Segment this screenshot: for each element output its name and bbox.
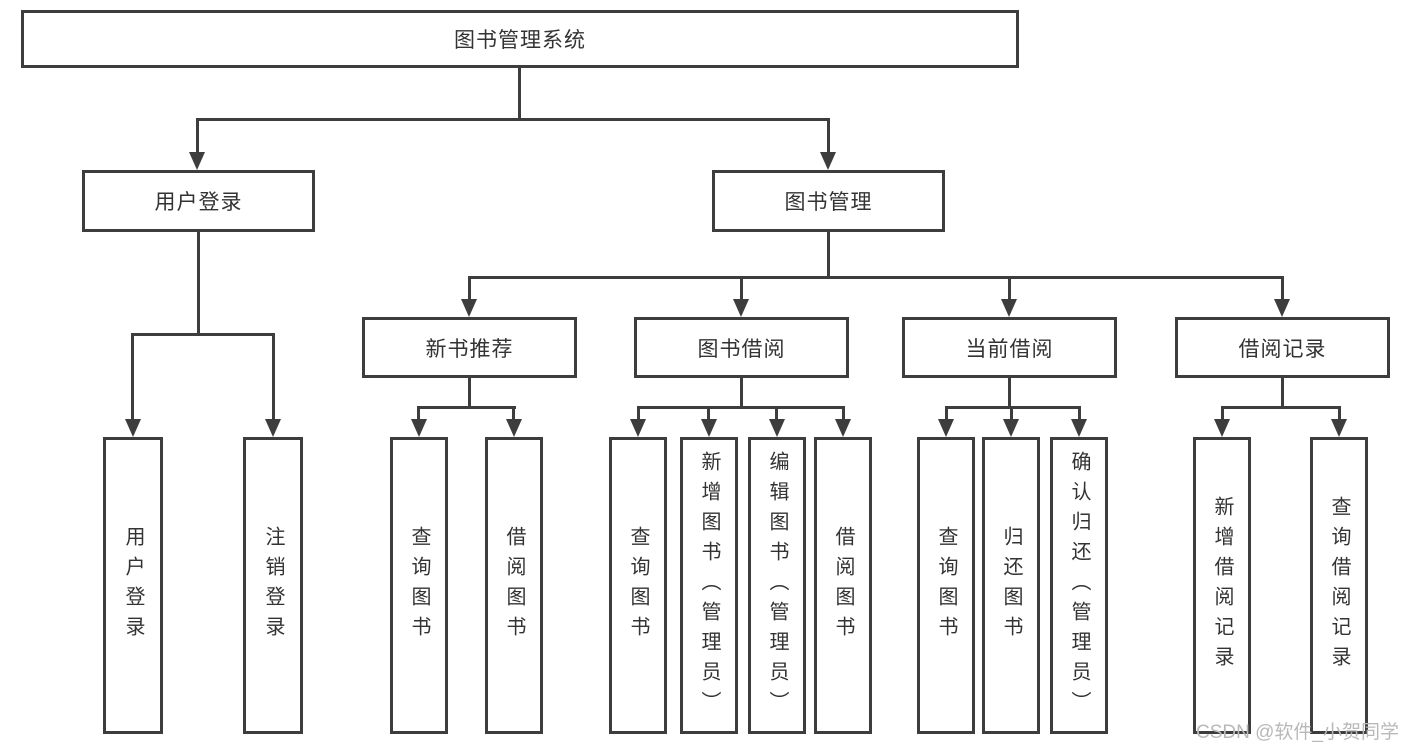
arrowhead-book-borrow	[733, 299, 749, 317]
edge-drop-bb-edit	[775, 406, 778, 422]
edge-records-rail	[1221, 406, 1341, 409]
edge-drop-book-mgmt	[827, 118, 830, 154]
edge-level3-rail	[468, 276, 1284, 279]
leaf-query-book-3: 查询图书	[917, 437, 975, 734]
node-borrow-records: 借阅记录	[1175, 317, 1390, 378]
edge-drop-cb-query	[945, 406, 948, 422]
arrowhead-leaf-userlogin	[125, 419, 141, 437]
arrowhead-borrow-records	[1274, 299, 1290, 317]
arrowhead-nbr-borrow	[506, 419, 522, 437]
edge-level2-rail	[196, 118, 830, 121]
edge-root-stem	[518, 67, 521, 120]
arrowhead-br-query	[1331, 419, 1347, 437]
edge-currentborrow-rail	[945, 406, 1081, 409]
edge-drop-cb-return	[1010, 406, 1013, 422]
edge-newbook-stem	[468, 378, 471, 409]
leaf-user-login: 用户登录	[103, 437, 163, 734]
arrowhead-cb-confirm	[1071, 419, 1087, 437]
leaf-query-borrow-record: 查询借阅记录	[1310, 437, 1368, 734]
arrowhead-bb-query	[630, 419, 646, 437]
arrowhead-user-login	[189, 152, 205, 170]
node-root-library-system: 图书管理系统	[21, 10, 1019, 68]
arrowhead-current-borrow	[1001, 299, 1017, 317]
edge-drop-bb-add	[707, 406, 710, 422]
leaf-logout: 注销登录	[243, 437, 303, 734]
leaf-return-book: 归还图书	[982, 437, 1040, 734]
arrowhead-cb-query	[938, 419, 954, 437]
arrowhead-bb-borrow	[835, 419, 851, 437]
edge-drop-bb-borrow	[842, 406, 845, 422]
edge-currentborrow-stem	[1008, 378, 1011, 409]
arrowhead-new-book	[461, 299, 477, 317]
edge-drop-leaf-logout	[272, 333, 275, 421]
arrowhead-nbr-query	[411, 419, 427, 437]
node-book-management: 图书管理	[712, 170, 945, 232]
edge-bookborrow-stem	[740, 378, 743, 409]
edge-newbook-rail	[417, 406, 516, 409]
edge-drop-user-login	[196, 118, 199, 154]
arrowhead-bb-add	[701, 419, 717, 437]
edge-userlogin-rail	[131, 333, 275, 336]
leaf-borrow-book-2: 借阅图书	[814, 437, 872, 734]
edge-drop-bb-query	[637, 406, 640, 422]
node-current-borrow: 当前借阅	[902, 317, 1117, 378]
leaf-add-book-admin: 新增图书（管理员）	[680, 437, 738, 734]
edge-userlogin-stem	[197, 232, 200, 336]
edge-drop-leaf-userlogin	[131, 333, 134, 421]
leaf-add-borrow-record: 新增借阅记录	[1193, 437, 1251, 734]
edge-bookborrow-rail	[637, 406, 845, 409]
leaf-edit-book-admin: 编辑图书（管理员）	[748, 437, 806, 734]
edge-drop-nbr-query	[417, 406, 420, 422]
csdn-watermark: CSDN @软件_小贺同学	[1196, 722, 1399, 743]
arrowhead-cb-return	[1003, 419, 1019, 437]
edge-drop-new-book	[468, 276, 471, 302]
arrowhead-bb-edit	[769, 419, 785, 437]
leaf-confirm-return-admin: 确认归还（管理员）	[1050, 437, 1108, 734]
edge-records-stem	[1281, 378, 1284, 409]
arrowhead-br-add	[1214, 419, 1230, 437]
node-book-borrow: 图书借阅	[634, 317, 849, 378]
edge-drop-br-add	[1221, 406, 1224, 422]
edge-drop-br-query	[1338, 406, 1341, 422]
node-new-book-recommend: 新书推荐	[362, 317, 577, 378]
edge-drop-book-borrow	[740, 276, 743, 302]
leaf-borrow-book-1: 借阅图书	[485, 437, 543, 734]
edge-bookmgmt-stem	[827, 232, 830, 278]
node-user-login: 用户登录	[82, 170, 315, 232]
edge-drop-borrow-records	[1281, 276, 1284, 302]
edge-drop-nbr-borrow	[512, 406, 515, 422]
leaf-query-book-2: 查询图书	[609, 437, 667, 734]
leaf-query-book-1: 查询图书	[390, 437, 448, 734]
arrowhead-book-mgmt	[820, 152, 836, 170]
arrowhead-leaf-logout	[265, 419, 281, 437]
edge-drop-current-borrow	[1008, 276, 1011, 302]
edge-drop-cb-confirm	[1078, 406, 1081, 422]
